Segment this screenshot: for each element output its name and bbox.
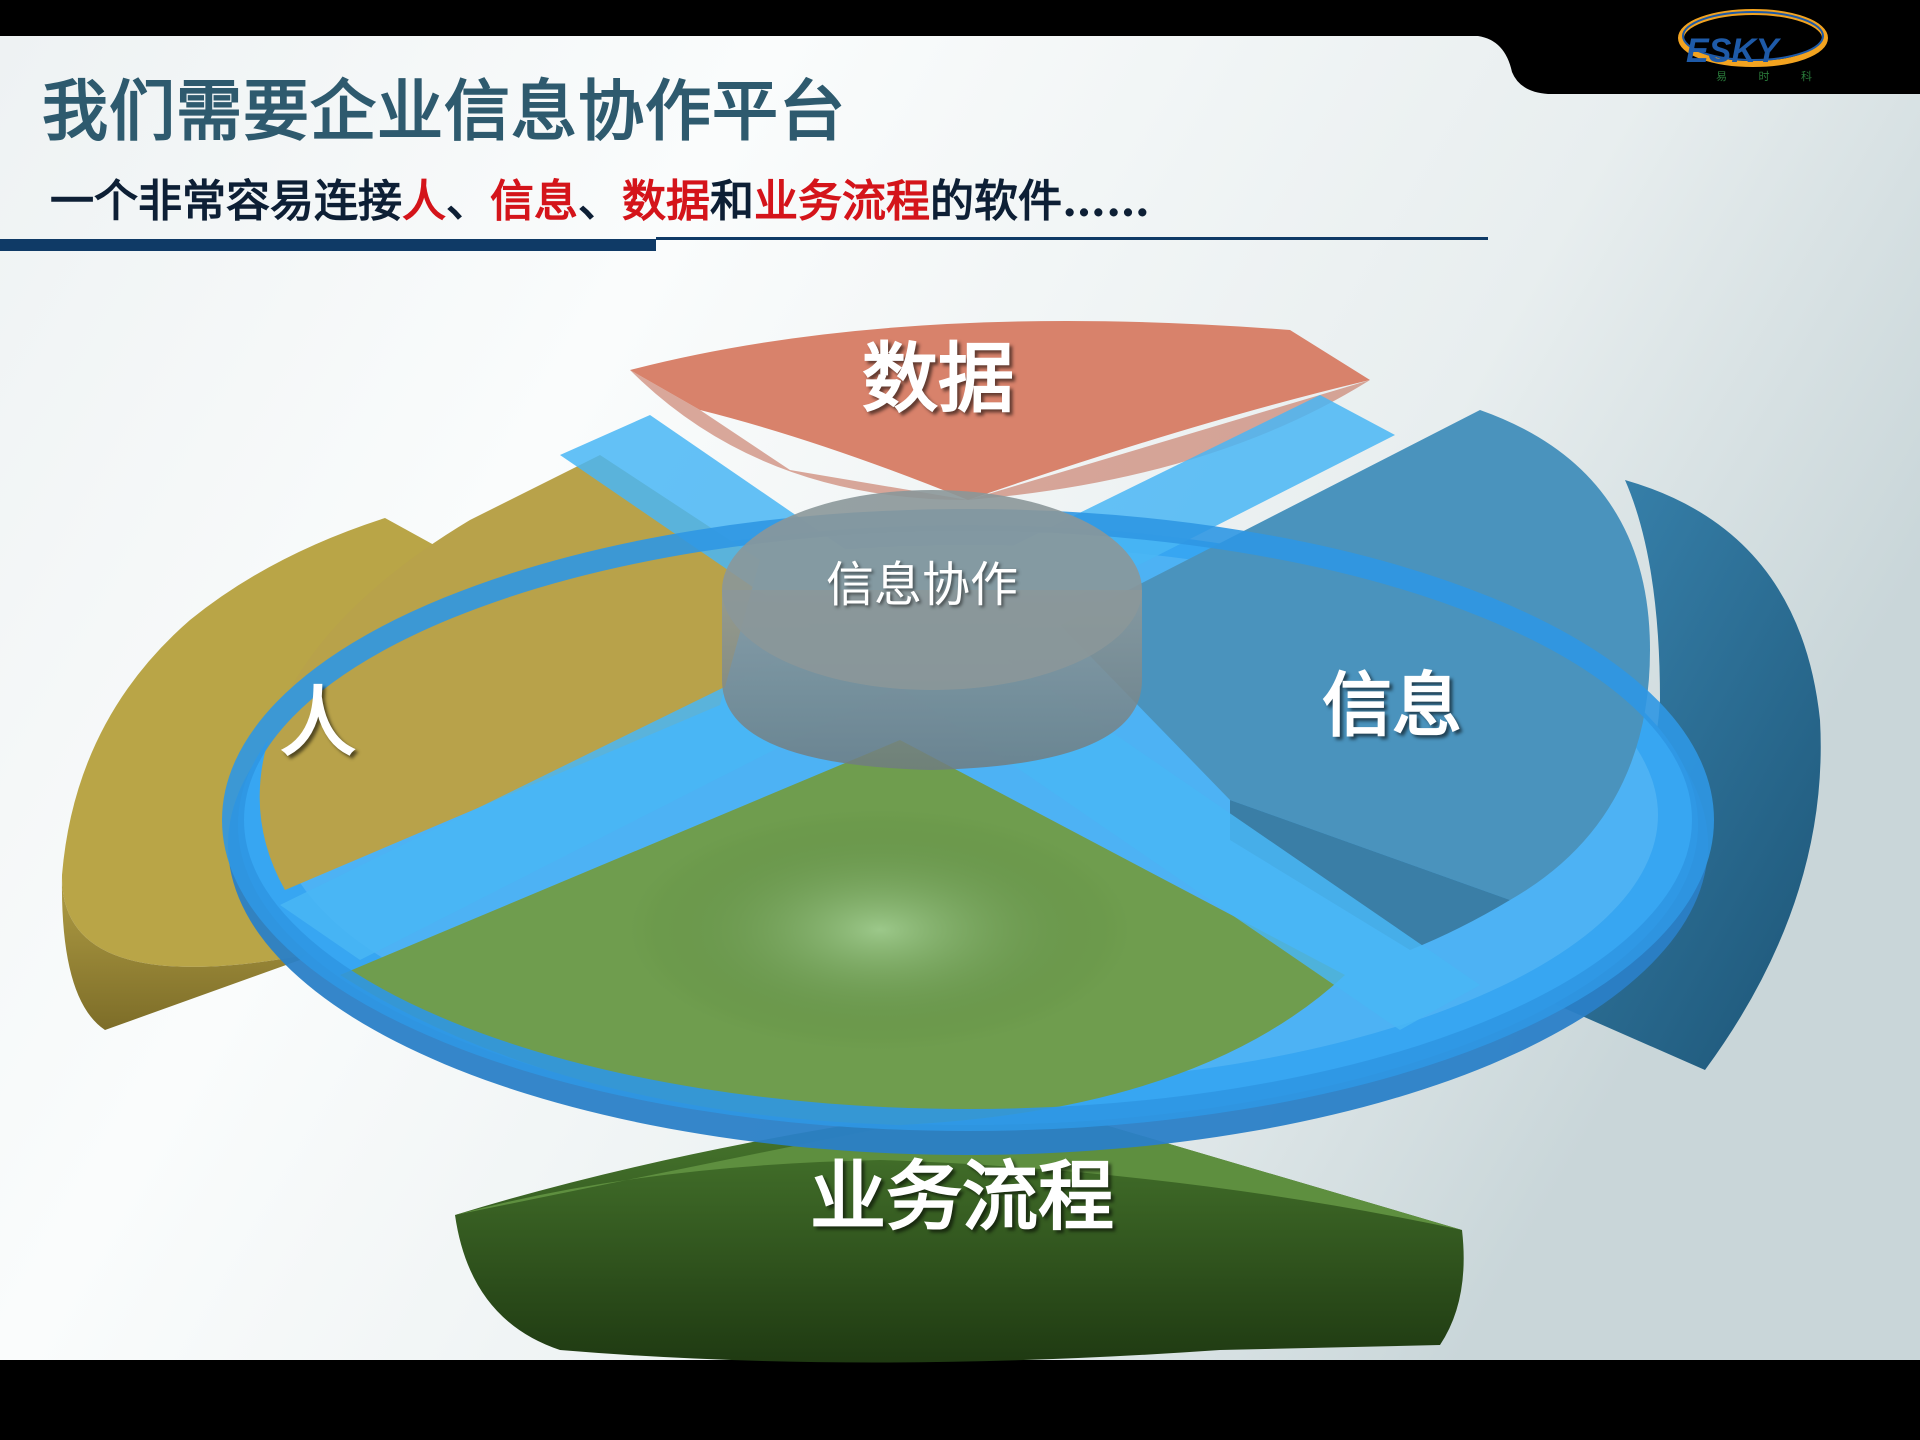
segment-process-inner (340, 740, 1345, 1125)
label-people: 人 (280, 678, 356, 767)
subtitle-highlight: 业务流程 (754, 176, 930, 227)
svg-text:ESKY: ESKY (1686, 32, 1782, 70)
hub-cylinder (722, 490, 1142, 770)
subtitle-highlight: 数据 (622, 176, 710, 227)
subtitle-text: 的软件…… (930, 176, 1150, 227)
hub-label: 信息协作 (825, 557, 1019, 613)
subtitle-highlight: 信息 (490, 176, 578, 227)
subtitle-text: 和 (710, 176, 754, 227)
label-info: 信息 (1322, 663, 1462, 747)
subtitle-text: 、 (578, 176, 622, 227)
svg-text:易 时 科 技: 易 时 科 技 (1716, 69, 1828, 83)
label-process: 业务流程 (810, 1152, 1114, 1241)
slide-subtitle: 一个非常容易连接人、信息、数据和业务流程的软件…… (50, 165, 1150, 229)
esky-logo: ESKY 易 时 科 技 (1678, 9, 1828, 83)
subtitle-highlight: 人 (402, 176, 446, 227)
subtitle-text: 、 (446, 176, 490, 227)
segment-data-wedge (630, 321, 1370, 500)
label-data: 数据 (862, 334, 1014, 423)
segment-info-wedge (1060, 410, 1650, 950)
slide-title: 我们需要企业信息协作平台 (42, 72, 846, 150)
subtitle-text: 一个非常容易连接 (50, 176, 402, 227)
